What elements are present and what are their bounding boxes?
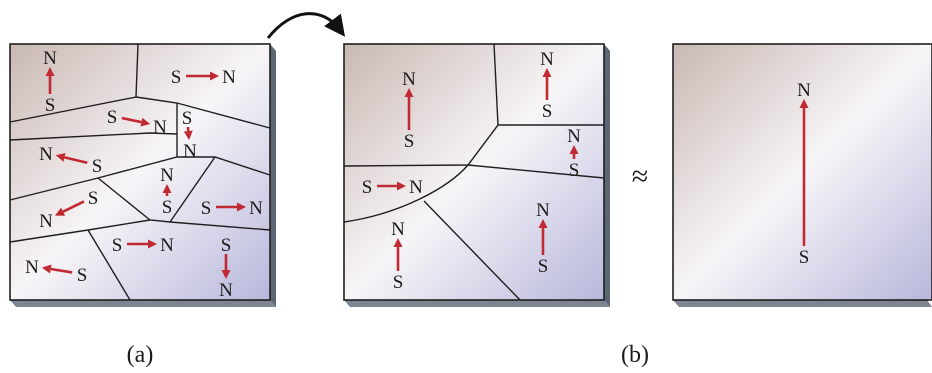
magnetic-moment: SN	[402, 69, 416, 152]
arrow-icon	[140, 117, 151, 127]
magnetic-moment: SN	[160, 165, 174, 218]
magnetic-moment: SN	[536, 200, 550, 277]
arrow-icon	[221, 270, 231, 279]
arrow-icon	[148, 239, 157, 249]
pole-s-label: S	[393, 272, 404, 293]
pole-s-label: S	[538, 256, 549, 277]
pole-n-label: N	[540, 49, 554, 70]
pole-s-label: S	[92, 156, 103, 177]
pole-n-label: N	[183, 141, 197, 162]
pole-n-label: N	[219, 280, 233, 301]
panel-b-block	[343, 43, 610, 307]
pole-n-label: N	[402, 69, 416, 90]
panel-b-grain-boundaries	[343, 43, 605, 301]
arrow-icon	[799, 99, 809, 108]
arrow-icon	[404, 88, 414, 97]
arrow-icon	[54, 207, 66, 216]
curved-arrow-icon	[266, 12, 346, 39]
arrow-icon	[393, 238, 403, 247]
magnetic-moment: SN	[797, 80, 811, 268]
pole-n-label: N	[797, 80, 811, 101]
pole-s-label: S	[45, 95, 56, 116]
pole-s-label: S	[162, 197, 173, 218]
pole-s-label: S	[112, 235, 123, 256]
pole-n-label: N	[222, 67, 236, 88]
pole-n-label: N	[153, 117, 167, 138]
magnetic-moment: SN	[39, 144, 102, 177]
pole-s-label: S	[88, 188, 99, 209]
arrow-icon	[237, 202, 246, 212]
magnetic-moment: SN	[39, 188, 98, 232]
arrow-icon	[45, 67, 55, 76]
arrow-icon	[162, 184, 172, 193]
pole-n-label: N	[39, 144, 53, 165]
pole-s-label: S	[171, 67, 182, 88]
pole-n-label: N	[43, 48, 57, 69]
pole-s-label: S	[77, 265, 88, 286]
pole-n-label: N	[536, 200, 550, 221]
pole-s-label: S	[569, 160, 580, 181]
panel-a-grain-boundaries	[9, 43, 271, 301]
pole-s-label: S	[107, 107, 118, 128]
arrow-icon	[397, 181, 406, 191]
arrow-icon	[542, 68, 552, 77]
magnetic-moment: SN	[391, 219, 405, 293]
moment-shaft	[62, 200, 85, 213]
pole-n-label: N	[39, 211, 53, 232]
caption-b: (b)	[621, 342, 649, 368]
magnetic-moment: SN	[182, 108, 197, 162]
magnetic-moment: SN	[219, 235, 233, 301]
arrow-icon	[569, 145, 579, 154]
arrow-icon	[538, 219, 548, 228]
arrow-icon	[55, 152, 66, 162]
pole-n-label: N	[249, 198, 263, 219]
moment-shaft	[64, 156, 88, 164]
single-domain-block	[672, 43, 932, 307]
pole-s-label: S	[182, 108, 193, 129]
approx-symbol: ≈	[632, 160, 648, 193]
pole-s-label: S	[799, 247, 810, 268]
pole-n-label: N	[409, 177, 423, 198]
pole-n-label: N	[160, 165, 174, 186]
pole-s-label: S	[201, 198, 212, 219]
pole-s-label: S	[404, 131, 415, 152]
pole-s-label: S	[362, 177, 373, 198]
magnetic-moment: SN	[25, 257, 87, 286]
pole-n-label: N	[567, 126, 581, 147]
pole-s-label: S	[221, 235, 232, 256]
pole-n-label: N	[25, 257, 39, 278]
magnetic-moment: SN	[43, 48, 57, 116]
arrow-icon	[210, 71, 219, 81]
pole-n-label: N	[391, 219, 405, 240]
arrow-icon	[183, 130, 193, 141]
pole-n-label: N	[160, 235, 174, 256]
magnetic-moment: SN	[567, 126, 581, 181]
moment-shaft	[121, 116, 142, 124]
pole-s-label: S	[542, 101, 553, 122]
arrow-icon	[41, 264, 52, 274]
caption-a: (a)	[127, 342, 154, 368]
moment-shaft	[50, 267, 73, 274]
magnetic-moment: SN	[540, 49, 554, 122]
